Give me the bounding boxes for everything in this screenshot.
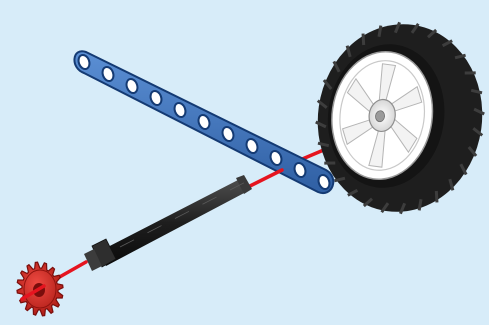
tread-block [379, 26, 381, 37]
tread-block [465, 71, 476, 74]
tread-block [419, 199, 421, 210]
tread-block [324, 162, 335, 165]
